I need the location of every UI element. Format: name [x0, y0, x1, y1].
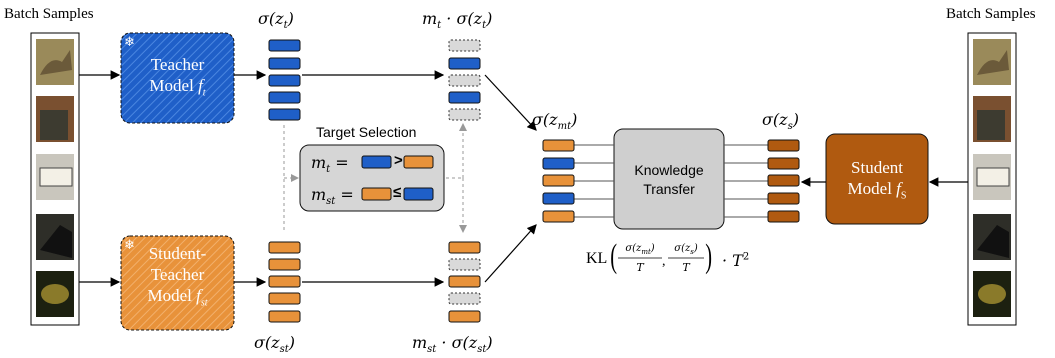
kl-numerator-2: σ(zs): [674, 243, 698, 256]
less-equal-symbol: ≤: [393, 184, 402, 201]
kl-suffix: · T2: [722, 251, 750, 270]
kl-close-paren: ): [705, 238, 713, 275]
kl-prefix: KL: [586, 250, 608, 267]
label-sigma-zs: σ(zs): [762, 110, 799, 133]
kl-comma: ,: [662, 254, 666, 269]
label-sigma-zt: σ(zt): [258, 9, 294, 32]
kl-open-paren: (: [610, 238, 618, 275]
logits-teacher-masked: [448, 39, 481, 121]
label-mt-sigma-zt: mt · σ(zt): [422, 9, 493, 32]
label-sigma-zst: σ(zst): [254, 333, 295, 356]
student-teacher-model-box: [120, 235, 235, 331]
kl-denominator-1: T: [636, 261, 644, 274]
snowflake-icon: ❄: [124, 237, 135, 252]
student-model-box: [825, 133, 929, 225]
right-panel-title: Batch Samples: [946, 6, 1036, 22]
label-sigma-zmt: σ(zmt): [532, 110, 578, 133]
student-model-label: Student Model fS: [847, 158, 907, 202]
logits-teacher: [268, 39, 301, 121]
teacher-model-label: Teacher Model ft: [149, 55, 206, 99]
left-panel-title: Batch Samples: [4, 6, 94, 22]
student-teacher-model-label: Student- Teacher Model fst: [147, 244, 208, 309]
knowledge-transfer-label: Knowledge Transfer: [634, 162, 704, 197]
teacher-model-box: [120, 32, 235, 124]
greater-than-symbol: >: [394, 152, 403, 169]
logits-student-teacher-masked: [448, 241, 481, 323]
logits-student-teacher: [268, 241, 301, 323]
snowflake-icon: ❄: [124, 34, 135, 49]
kl-denominator-2: T: [682, 261, 690, 274]
kl-numerator-1: σ(zmt): [625, 243, 655, 256]
label-mst-sigma-zst: mst · σ(zst): [412, 333, 493, 356]
target-rule-student-teacher: mst =: [311, 185, 354, 208]
logits-student: [767, 139, 800, 223]
target-rule-teacher: mt =: [311, 153, 349, 176]
logits-combined: [542, 139, 575, 223]
target-selection-title: Target Selection: [316, 124, 417, 140]
knowledge-transfer-box: [613, 128, 725, 230]
left-thumbnails: [36, 39, 74, 317]
right-thumbnails: [973, 39, 1011, 317]
